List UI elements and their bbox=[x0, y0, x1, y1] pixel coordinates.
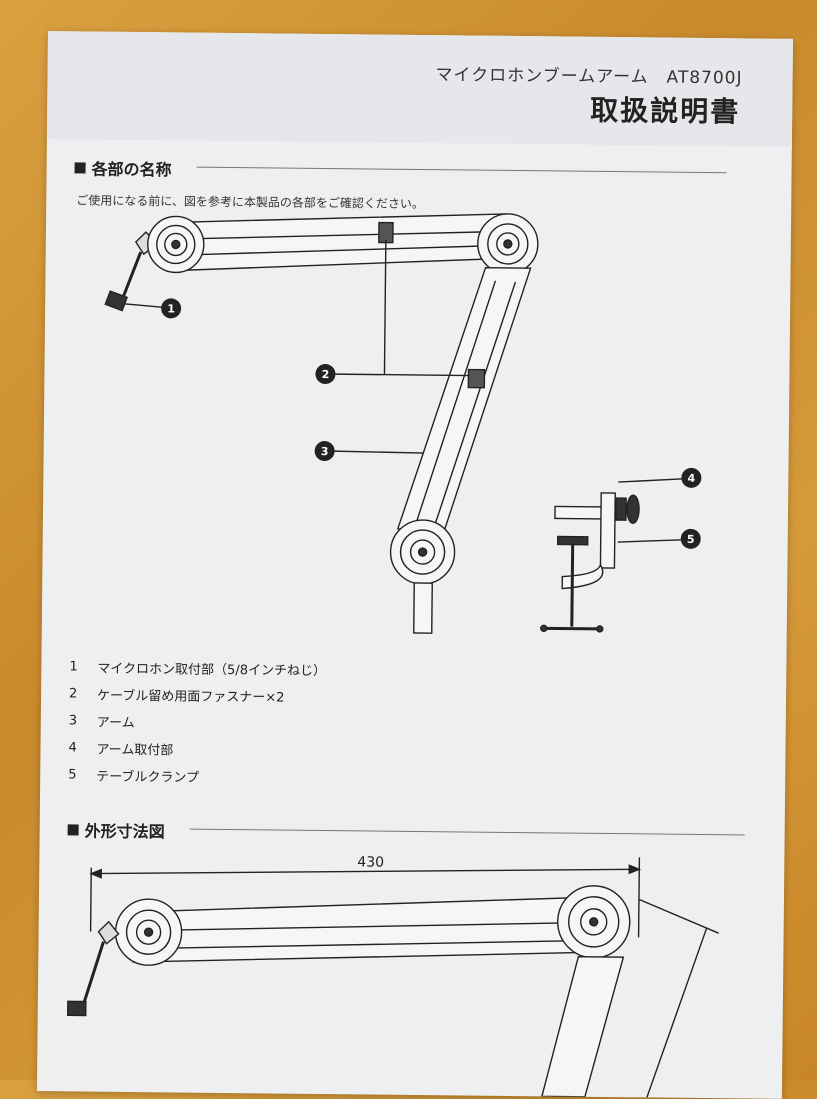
callout-number: 2 bbox=[322, 368, 330, 381]
list-item: 2 ケーブル留め用面ファスナー×2 bbox=[69, 680, 326, 710]
list-item: 4 アーム取付部 bbox=[68, 734, 325, 764]
dimensions-heading-text: 外形寸法図 bbox=[84, 821, 165, 842]
list-item: 1 マイクロホン取付部（5/8インチねじ） bbox=[69, 653, 326, 683]
part-label: テーブルクランプ bbox=[96, 769, 200, 786]
callout-marker bbox=[680, 528, 701, 549]
callout-marker bbox=[161, 298, 182, 319]
callout-number: 4 bbox=[687, 472, 695, 485]
callout-number: 1 bbox=[167, 302, 175, 315]
part-number: 3 bbox=[68, 713, 78, 729]
part-number: 1 bbox=[69, 659, 78, 675]
width-dimension-label: 430 bbox=[357, 854, 385, 871]
upper-arm bbox=[173, 213, 517, 272]
part-label: アーム取付部 bbox=[96, 742, 174, 759]
list-item: 5 テーブルクランプ bbox=[68, 761, 325, 791]
square-bullet-icon bbox=[67, 823, 79, 835]
dimension-diagram bbox=[67, 857, 719, 1098]
lower-arm bbox=[396, 266, 532, 537]
part-label: ケーブル留め用面ファスナー×2 bbox=[96, 688, 285, 706]
cable-fastener bbox=[467, 368, 486, 389]
part-label: アーム bbox=[96, 715, 135, 732]
table-clamp bbox=[540, 492, 640, 633]
callout-marker bbox=[315, 364, 336, 385]
part-number: 2 bbox=[69, 686, 78, 702]
list-item: 3 アーム bbox=[69, 707, 326, 737]
mount-post bbox=[413, 582, 433, 634]
dimensions-section-heading: 外形寸法図 bbox=[67, 817, 165, 842]
part-label: マイクロホン取付部（5/8インチねじ） bbox=[97, 661, 327, 680]
part-number: 5 bbox=[68, 767, 77, 783]
callout-number: 5 bbox=[687, 533, 695, 546]
part-number: 4 bbox=[68, 740, 77, 756]
callout-marker bbox=[681, 467, 702, 488]
callout-marker bbox=[314, 441, 335, 462]
manual-page: マイクロホンブームアーム AT8700J 取扱説明書 各部の名称 ご使用になる前… bbox=[36, 31, 793, 1099]
callout-number: 3 bbox=[321, 445, 329, 458]
parts-list: 1 マイクロホン取付部（5/8インチねじ） 2 ケーブル留め用面ファスナー×2 … bbox=[68, 653, 326, 791]
boom-arm-diagram: 1 2 3 4 5 bbox=[67, 213, 719, 1098]
